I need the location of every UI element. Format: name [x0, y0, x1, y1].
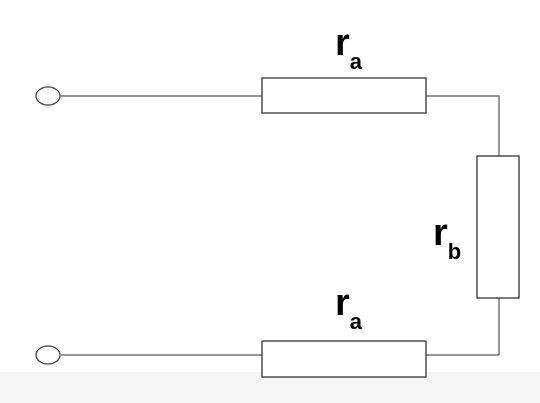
bottom-resistor-label: ra [335, 282, 363, 334]
top-resistor-label: ra [335, 22, 363, 74]
right-resistor-symbol: r [433, 212, 448, 254]
bottom-resistor-subscript: a [350, 309, 363, 334]
bottom-resistor-symbol: r [335, 282, 350, 324]
bottom-resistor [261, 340, 427, 378]
right-resistor [476, 155, 520, 299]
bottom-right-wire [426, 298, 500, 356]
right-resistor-subscript: b [448, 239, 461, 264]
top-resistor-symbol: r [335, 22, 350, 64]
bottom-terminal [35, 345, 61, 365]
right-resistor-label: rb [433, 212, 461, 264]
top-resistor [261, 77, 427, 114]
top-right-wire [426, 95, 500, 156]
top-resistor-subscript: a [350, 49, 363, 74]
top-terminal [35, 86, 61, 106]
